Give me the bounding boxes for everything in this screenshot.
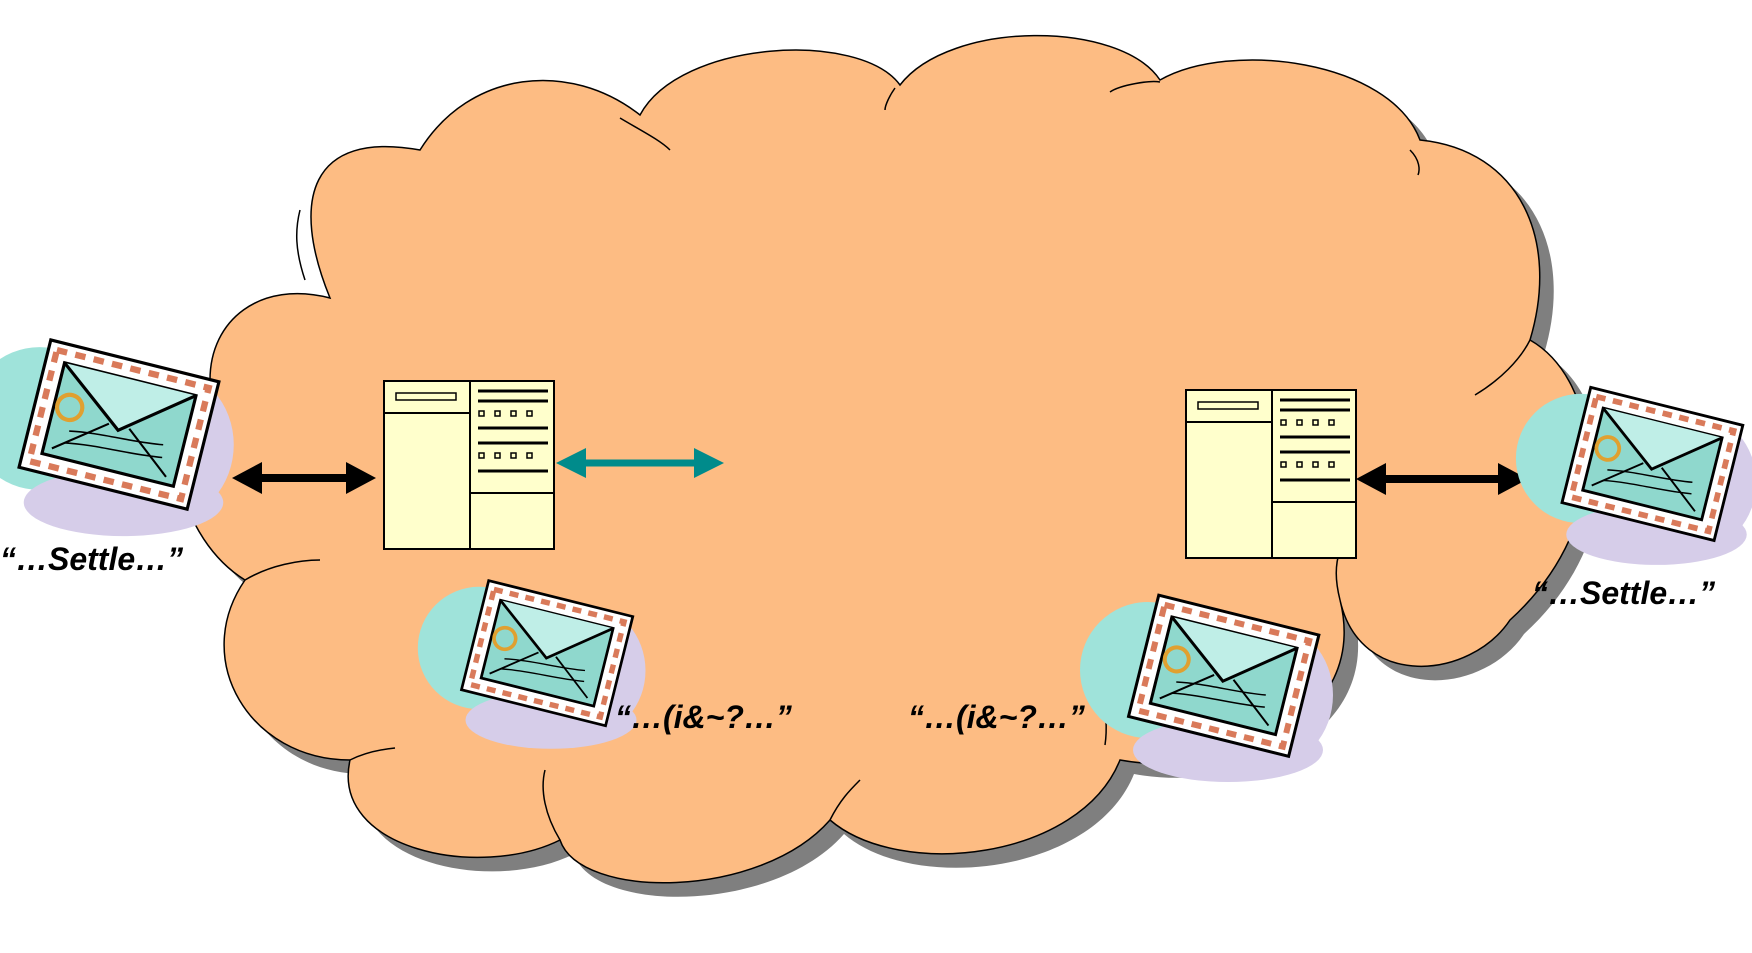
left-ciphertext-label: “…(i&~?…” (615, 699, 792, 735)
right-plaintext-label: “…Settle…” (1532, 575, 1715, 611)
right-bidirectional-arrow (1356, 463, 1528, 495)
left-document-icon (382, 379, 556, 551)
cloud-bump-lines (244, 80, 1531, 841)
left-plaintext-label: “…Settle…” (0, 541, 183, 577)
right-ciphertext-label: “…(i&~?…” (908, 699, 1085, 735)
left-bidirectional-arrow (232, 462, 376, 494)
teal-bidirectional-arrow (556, 448, 724, 478)
left-envelope-icon (0, 340, 234, 536)
right-document-icon (1184, 388, 1358, 560)
